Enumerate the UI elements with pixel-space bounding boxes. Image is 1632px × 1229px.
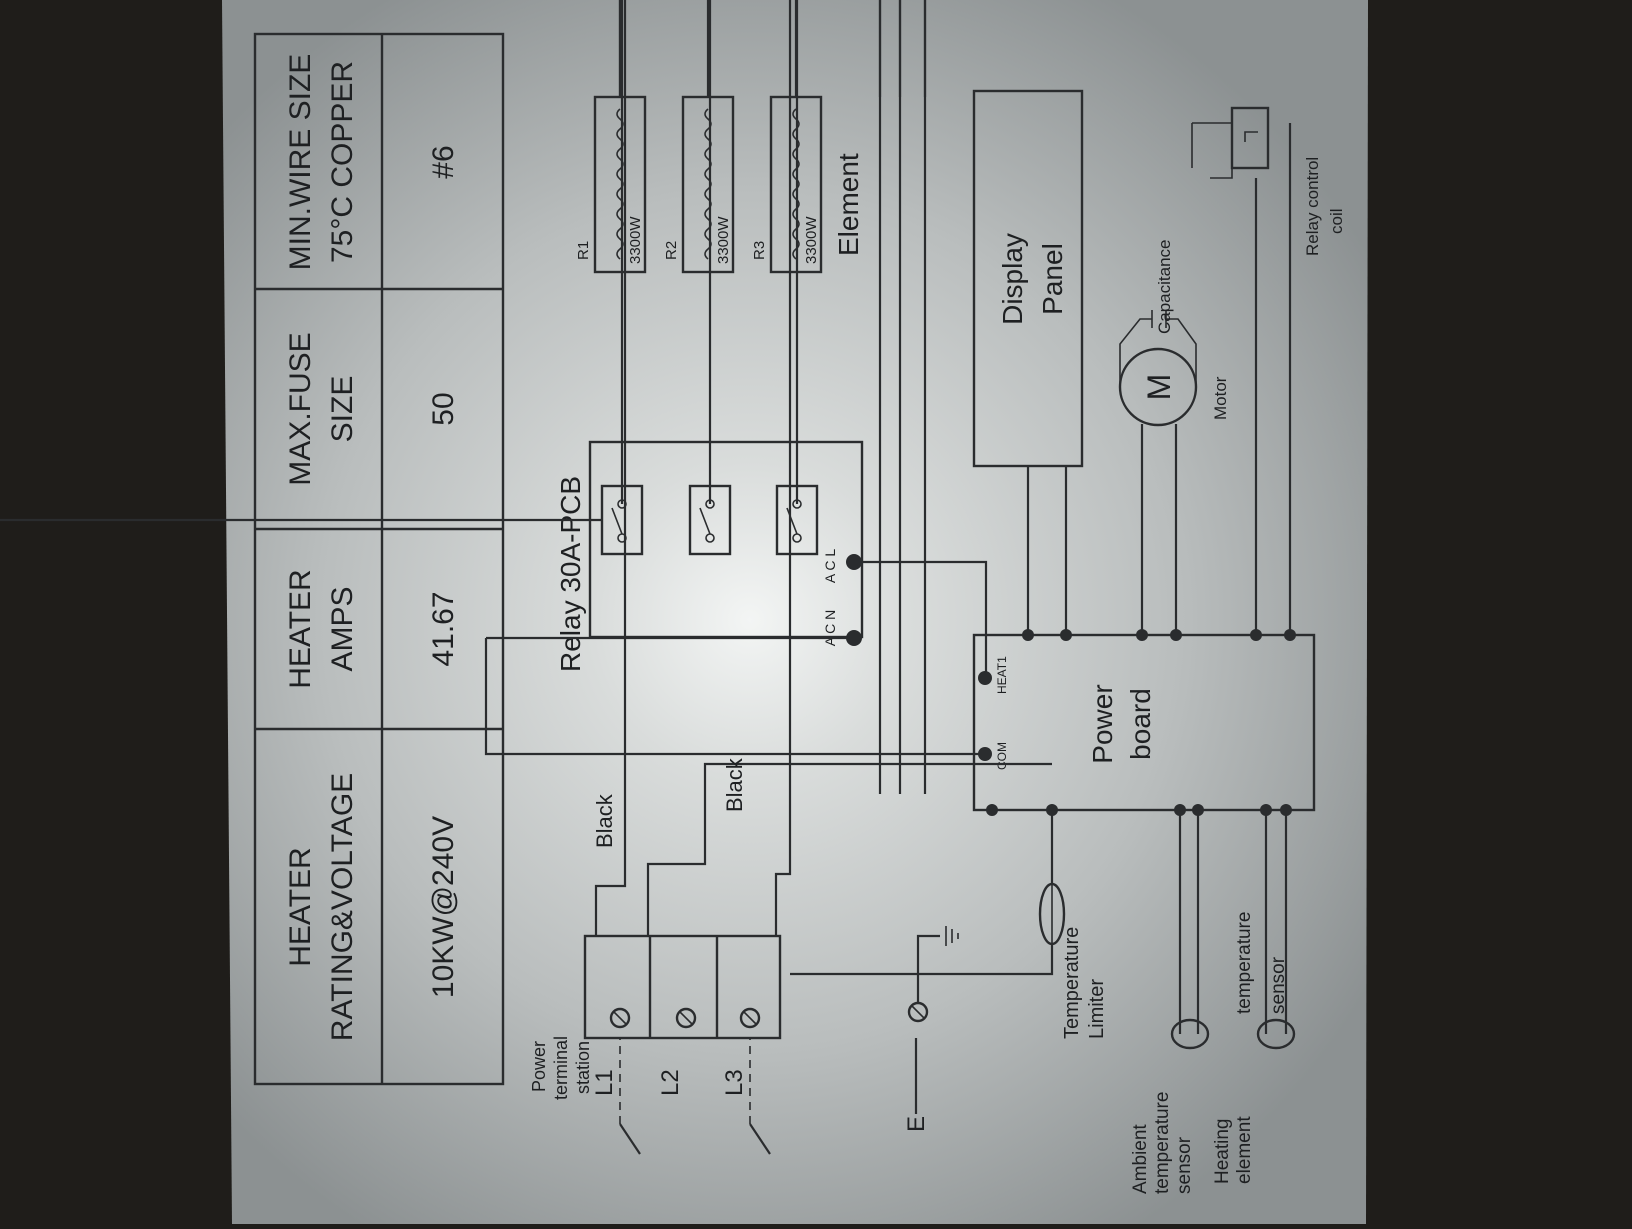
display-panel-line-1: Display: [997, 233, 1028, 325]
relay-title: Relay 30A-PCB: [555, 476, 586, 672]
diagram-upright: HEATER RATING&VOLTAGE HEATER AMPS MAX.FU…: [0, 0, 1346, 1194]
temperature-sensor-line-1: temperature: [1234, 912, 1255, 1014]
table-header-3-line-2: SIZE: [326, 376, 359, 443]
motor-label: Motor: [1211, 376, 1230, 420]
element-r3-label: R3: [751, 241, 768, 260]
terminal-earth: E: [903, 1116, 930, 1132]
heat1-label: HEAT1: [995, 656, 1009, 694]
temperature-limiter: Temperature Limiter: [790, 810, 1108, 1039]
heating-element-line-1: Heating: [1212, 1119, 1233, 1185]
power-board-line-2: board: [1125, 688, 1156, 760]
terminal-l2: L2: [657, 1069, 684, 1096]
sensors: Ambient temperature sensor Heating eleme…: [1130, 912, 1296, 1194]
terminal-title-3: station: [573, 1041, 593, 1094]
motor-letter: M: [1141, 374, 1177, 401]
relay-coil-line-1: Relay control: [1303, 157, 1322, 256]
paper-sheet: [222, 0, 1368, 1224]
ambient-sensor-line-2: temperature: [1152, 1092, 1173, 1194]
motor: M Motor Capacitance: [1118, 239, 1230, 427]
element-r2-label: R2: [663, 241, 680, 260]
element-r1-rating: 3300W: [627, 216, 644, 264]
power-board-line-1: Power: [1087, 684, 1118, 763]
acn-label: A C N: [822, 610, 838, 647]
black-wire-label-1: Black: [592, 793, 617, 848]
terminal-l1: L1: [591, 1069, 618, 1096]
element-r1-label: R1: [575, 241, 592, 260]
element-caption: Element: [833, 153, 864, 256]
ambient-sensor-line-3: sensor: [1174, 1136, 1195, 1194]
temperature-sensor-symbol: [1256, 1018, 1296, 1050]
table-header-1-line-2: RATING&VOLTAGE: [326, 773, 359, 1041]
table-header-1-line-1: HEATER: [284, 847, 317, 966]
relay-coil-line-2: coil: [1327, 208, 1346, 234]
element-r2-rating: 3300W: [715, 216, 732, 264]
limiter-line-2: Limiter: [1086, 979, 1108, 1039]
table-cell-amps: 41.67: [427, 591, 460, 666]
terminal-title-2: terminal: [551, 1036, 571, 1100]
element-r3-rating: 3300W: [803, 216, 820, 264]
display-panel-line-2: Panel: [1037, 243, 1068, 315]
table-cell-rating: 10KW@240V: [427, 816, 460, 998]
terminal-l3: L3: [721, 1069, 748, 1096]
table-header-4-line-2: 75°C COPPER: [326, 61, 359, 263]
power-board: Power board COM HEAT1: [972, 123, 1316, 1034]
capacitance-label: Capacitance: [1155, 239, 1174, 334]
ambient-sensor-line-1: Ambient: [1130, 1124, 1151, 1194]
relay-wiring: [0, 0, 988, 794]
temperature-sensor-line-2: sensor: [1268, 956, 1289, 1014]
heating-element-line-2: element: [1234, 1116, 1255, 1184]
spec-table: HEATER RATING&VOLTAGE HEATER AMPS MAX.FU…: [253, 32, 505, 1086]
black-wire-label-2: Black: [722, 757, 747, 812]
terminal-title-1: Power: [529, 1041, 549, 1092]
relay-control-coil: Relay control coil: [1191, 106, 1346, 256]
table-header-4-line-1: MIN.WIRE SIZE: [284, 54, 317, 271]
table-header-2-line-1: HEATER: [284, 569, 317, 688]
acl-label: A C L: [822, 549, 838, 583]
limiter-line-1: Temperature: [1061, 927, 1083, 1039]
ambient-sensor-symbol: [1170, 1018, 1210, 1050]
table-header-2-line-2: AMPS: [326, 586, 359, 671]
power-terminal-station: Power terminal station L1 L2 L3 E Black …: [529, 0, 1052, 1155]
table-header-3-line-1: MAX.FUSE: [284, 332, 317, 485]
table-cell-wire: #6: [427, 145, 460, 178]
relay-coil-box: [1230, 106, 1270, 170]
table-cell-fuse: 50: [427, 392, 460, 425]
relay-pcb: Relay 30A-PCB A C N A C L: [555, 440, 864, 672]
com-label: COM: [995, 742, 1009, 770]
